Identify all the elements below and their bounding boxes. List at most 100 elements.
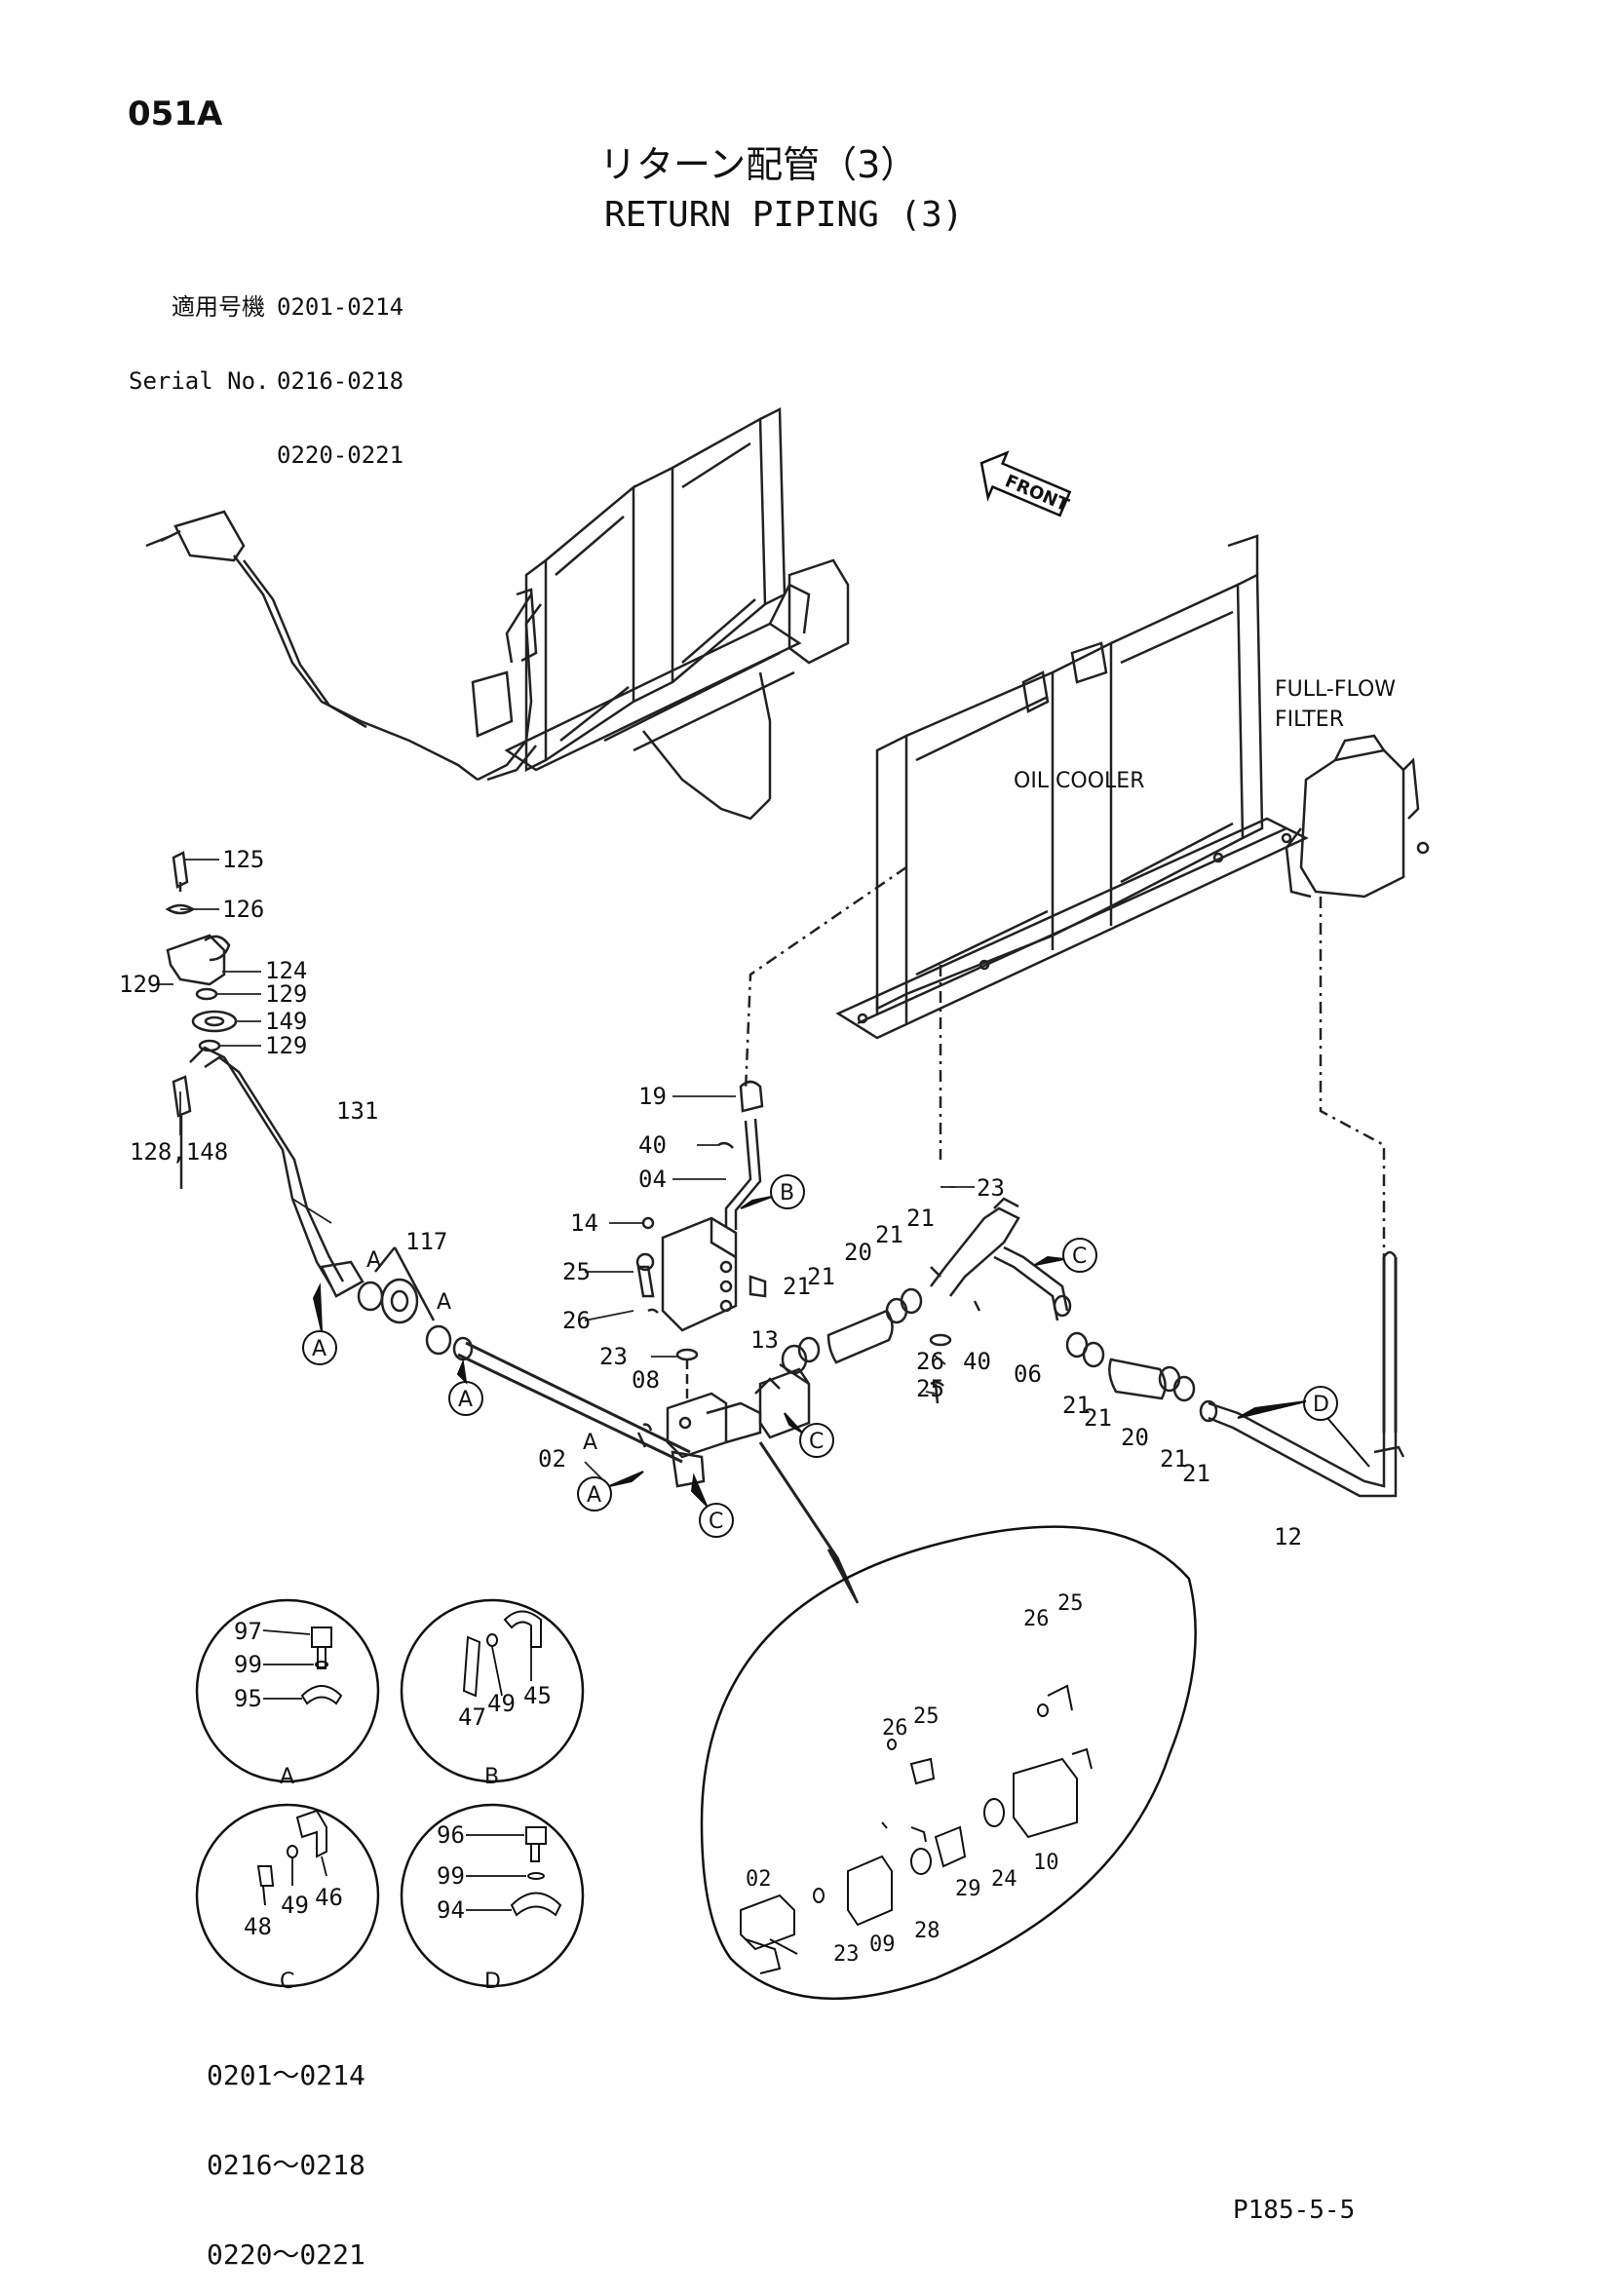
detail-oval-part: 26 bbox=[1023, 1607, 1050, 1631]
serial-range-item: 0201～0214 bbox=[207, 2059, 365, 2091]
part-label: 21 bbox=[1160, 1445, 1188, 1473]
part-label: 129 bbox=[265, 980, 307, 1008]
part-label: 129 bbox=[119, 971, 161, 998]
serial-range: 0201-0214 bbox=[277, 293, 404, 321]
detail-a: 97 99 95 A bbox=[195, 1598, 380, 1789]
detail-d: 96 99 94 D bbox=[400, 1803, 585, 1994]
front-arrow: FRONT bbox=[979, 450, 1072, 517]
part-label: 40 bbox=[638, 1131, 667, 1159]
serial-range-item: 0220～0221 bbox=[207, 2239, 365, 2271]
detail-d-caption: D bbox=[484, 1970, 501, 1994]
detail-oval-part: 02 bbox=[746, 1867, 772, 1892]
part-label: 23 bbox=[977, 1174, 1005, 1202]
serial-range-list: 0201～0214 0216～0218 0220～0221 bbox=[207, 2008, 365, 2296]
part-label: 21 bbox=[1084, 1404, 1112, 1432]
serial-ranges: 0201-0214 0216-0218 0220-0221 bbox=[277, 249, 403, 490]
detail-a-caption: A bbox=[280, 1765, 294, 1789]
pipe-02 bbox=[457, 1341, 691, 1464]
part-label: 20 bbox=[1121, 1424, 1149, 1451]
detail-b-caption: B bbox=[484, 1765, 499, 1789]
detail-oval-part: 26 bbox=[882, 1716, 908, 1741]
serial-label-en: Serial No. bbox=[129, 367, 270, 395]
detail-c-caption: C bbox=[280, 1970, 294, 1994]
callout-label: A bbox=[437, 1290, 451, 1315]
detail-c-part: 46 bbox=[315, 1884, 343, 1911]
part-label: 02 bbox=[538, 1445, 566, 1473]
part-label: 23 bbox=[599, 1343, 628, 1370]
detail-a-part: 99 bbox=[234, 1651, 262, 1678]
part-label: 21 bbox=[807, 1263, 835, 1290]
detail-oval-part: 28 bbox=[914, 1919, 940, 1943]
part-label: 21 bbox=[1182, 1460, 1210, 1487]
callout-label: C bbox=[809, 1430, 824, 1454]
callouts bbox=[302, 1174, 1338, 1538]
part-label: 25 bbox=[562, 1258, 591, 1285]
callout-label: C bbox=[1072, 1244, 1087, 1269]
serial-labels: 適用号機 Serial No. bbox=[129, 249, 270, 416]
detail-b-part: 45 bbox=[523, 1682, 552, 1709]
callout-label: C bbox=[709, 1510, 723, 1534]
part-label: 26 bbox=[916, 1348, 944, 1375]
overview-assembly bbox=[145, 407, 850, 821]
part-label: 19 bbox=[638, 1083, 667, 1110]
detail-oval-part: 24 bbox=[991, 1867, 1017, 1892]
right-branch bbox=[781, 1197, 1405, 1498]
detail-oval-part: 25 bbox=[1057, 1591, 1084, 1616]
detail-oval-part: 23 bbox=[833, 1942, 860, 1967]
detail-a-part: 97 bbox=[234, 1618, 262, 1645]
callout-label: A bbox=[458, 1388, 473, 1412]
part-label: 126 bbox=[222, 896, 264, 923]
part-label: 14 bbox=[570, 1209, 598, 1237]
title-japanese: リターン配管（3） bbox=[599, 143, 918, 186]
detail-b-part: 49 bbox=[487, 1690, 516, 1717]
part-label: 149 bbox=[265, 1008, 307, 1035]
callout-arrows bbox=[312, 1196, 1370, 1507]
oil-cooler-assembly bbox=[835, 534, 1430, 1040]
callout-label: D bbox=[1313, 1393, 1329, 1417]
part-label: 40 bbox=[963, 1348, 991, 1375]
detail-valve-oval: 02 23 09 28 26 25 29 24 10 26 25 bbox=[700, 1525, 1197, 2001]
part-label: 04 bbox=[638, 1166, 667, 1193]
part-label: 125 bbox=[222, 846, 264, 873]
part-label: 08 bbox=[632, 1366, 660, 1394]
part-labels: 125 126 124 129 129 149 129 128,148 131 … bbox=[119, 846, 1302, 1550]
part-label: 26 bbox=[562, 1307, 591, 1334]
detail-d-part: 99 bbox=[437, 1862, 465, 1890]
part-label: 25 bbox=[916, 1375, 944, 1402]
part-label: 124 bbox=[265, 957, 307, 984]
full-flow-filter-label: FILTER bbox=[1275, 708, 1344, 732]
callout-label: A bbox=[587, 1483, 601, 1508]
part-label: 20 bbox=[844, 1239, 872, 1266]
part-label: 12 bbox=[1274, 1523, 1302, 1550]
detail-c-part: 49 bbox=[281, 1892, 309, 1919]
detail-d-part: 96 bbox=[437, 1821, 465, 1849]
part-label: 21 bbox=[906, 1205, 935, 1232]
part-label: 117 bbox=[405, 1228, 447, 1255]
detail-d-part: 94 bbox=[437, 1896, 465, 1924]
part-label: 131 bbox=[336, 1097, 378, 1125]
page-reference: P185-5-5 bbox=[1233, 2196, 1356, 2225]
callout-label: A bbox=[312, 1337, 326, 1361]
callout-label: A bbox=[366, 1248, 381, 1273]
detail-c: 48 49 46 C bbox=[195, 1803, 380, 1994]
part-label: 21 bbox=[783, 1273, 811, 1300]
part-label: 21 bbox=[1062, 1392, 1091, 1419]
page-code: 051A bbox=[128, 95, 223, 134]
detail-oval-part: 10 bbox=[1033, 1851, 1059, 1875]
detail-c-part: 48 bbox=[244, 1913, 272, 1940]
detail-oval-part: 25 bbox=[913, 1704, 940, 1729]
part-label: 21 bbox=[875, 1221, 903, 1248]
serial-range: 0216-0218 bbox=[277, 367, 404, 395]
full-flow-filter-label: FULL-FLOW bbox=[1275, 677, 1396, 702]
detail-b: 47 49 45 B bbox=[400, 1598, 585, 1789]
serial-range-item: 0216～0218 bbox=[207, 2149, 365, 2181]
title-english: RETURN PIPING (3) bbox=[604, 195, 964, 235]
part-label: 13 bbox=[750, 1326, 779, 1354]
detail-oval-part: 09 bbox=[869, 1932, 896, 1957]
leader-lines bbox=[156, 859, 975, 1482]
callout-label: B bbox=[780, 1181, 794, 1205]
oil-cooler-label: OIL COOLER bbox=[1014, 769, 1145, 793]
part-label: 128,148 bbox=[130, 1138, 228, 1166]
left-stack bbox=[165, 851, 452, 1356]
detail-b-part: 47 bbox=[458, 1703, 486, 1731]
